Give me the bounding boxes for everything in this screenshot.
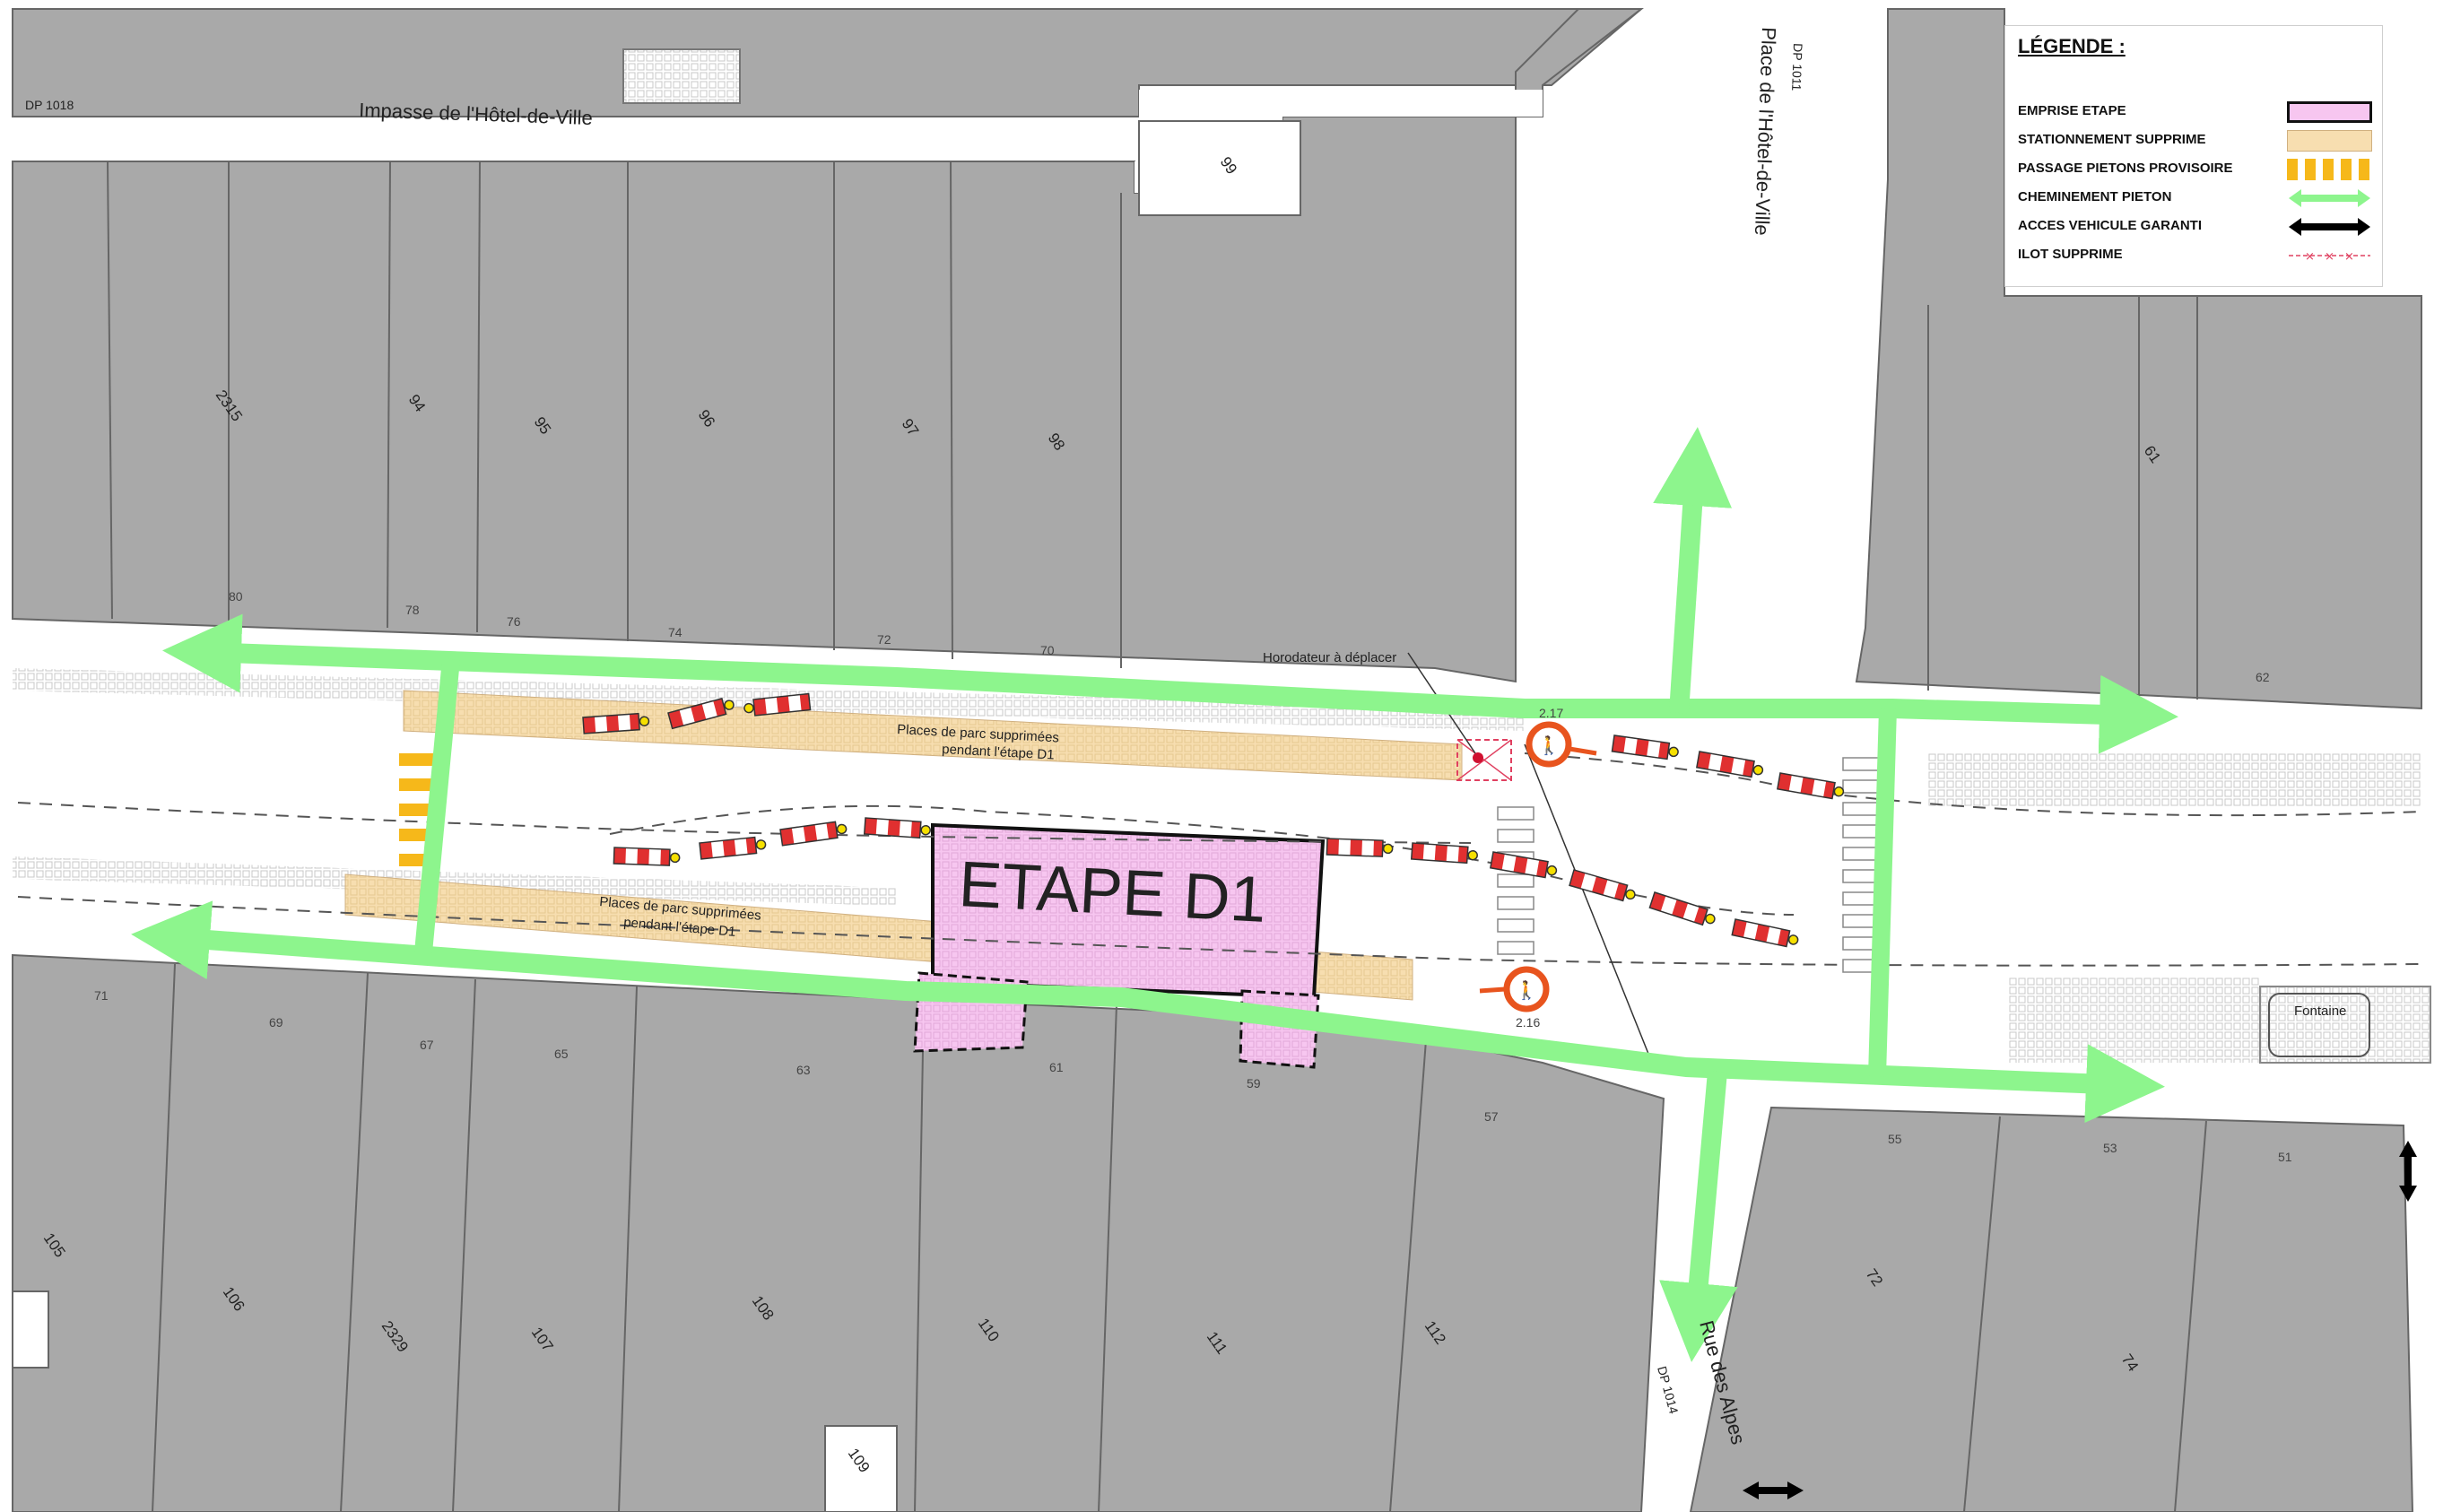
legend-item-stage: EMPRISE ETAPE xyxy=(2018,100,2372,125)
street-number-62: 62 xyxy=(2256,670,2270,684)
street-number-78: 78 xyxy=(405,603,420,617)
street-numbers: 80 78 76 74 72 70 62 71 69 67 65 63 61 5… xyxy=(94,589,2292,1164)
legend-swatch-pedestrian xyxy=(2289,189,2370,207)
legend: LÉGENDE : EMPRISE ETAPE STATIONNEMENT SU… xyxy=(2004,25,2383,287)
street-label-place-dp: DP 1011 xyxy=(1789,43,1805,91)
pedestrian-path-south xyxy=(131,900,2165,1124)
street-number-67: 67 xyxy=(420,1038,434,1052)
legend-swatch-parking xyxy=(2287,130,2372,152)
street-number-61: 61 xyxy=(1049,1060,1064,1074)
svg-text:🚶: 🚶 xyxy=(1538,734,1561,756)
sign-no-entry-north: 🚶 xyxy=(1526,721,1597,768)
street-number-59: 59 xyxy=(1247,1076,1261,1091)
street-label-dp1018: DP 1018 xyxy=(25,98,74,112)
legend-label-crossing: PASSAGE PIETONS PROVISOIRE xyxy=(2018,161,2233,176)
street-number-80: 80 xyxy=(229,589,243,604)
pedestrian-path-place xyxy=(1653,427,1733,714)
street-number-69: 69 xyxy=(269,1015,283,1030)
street-number-76: 76 xyxy=(507,614,521,629)
legend-label-parking: STATIONNEMENT SUPPRIME xyxy=(2018,132,2206,147)
horodateur-note: Horodateur à déplacer xyxy=(1263,650,1396,665)
street-number-57: 57 xyxy=(1484,1109,1499,1124)
stage-label: ETAPE D1 xyxy=(957,848,1267,936)
legend-item-vehicle: ACCES VEHICULE GARANTI xyxy=(2018,214,2372,239)
legend-label-pedestrian: CHEMINEMENT PIETON xyxy=(2018,189,2172,204)
legend-item-pedestrian: CHEMINEMENT PIETON xyxy=(2018,186,2372,211)
legend-label-island: ILOT SUPPRIME xyxy=(2018,247,2123,262)
street-number-74: 74 xyxy=(668,625,682,639)
legend-item-crossing: PASSAGE PIETONS PROVISOIRE xyxy=(2018,157,2372,182)
pedestrian-path-north xyxy=(162,613,2178,754)
pedestrian-path-alpes xyxy=(1659,1071,1738,1362)
legend-label-vehicle: ACCES VEHICULE GARANTI xyxy=(2018,218,2203,233)
sign-code-top: 2.17 xyxy=(1539,706,1563,720)
street-number-55: 55 xyxy=(1888,1132,1902,1146)
svg-text:×: × xyxy=(2325,250,2334,264)
legend-swatch-crossing xyxy=(2287,159,2372,180)
legend-title: LÉGENDE : xyxy=(2018,35,2126,57)
parking-note-top-2: pendant l'étape D1 xyxy=(942,742,1055,763)
street-number-70: 70 xyxy=(1040,643,1055,657)
pedestrian-link-east xyxy=(1868,708,1897,1077)
legend-item-parking: STATIONNEMENT SUPPRIME xyxy=(2018,128,2372,153)
street-number-65: 65 xyxy=(554,1047,569,1061)
street-number-53: 53 xyxy=(2103,1141,2117,1155)
parcel-lines-north xyxy=(107,161,2198,700)
street-number-72: 72 xyxy=(877,632,891,647)
legend-label-stage: EMPRISE ETAPE xyxy=(2018,103,2126,118)
street-number-63: 63 xyxy=(796,1063,811,1077)
svg-text:×: × xyxy=(2305,250,2315,264)
street-number-51: 51 xyxy=(2278,1150,2292,1164)
vehicle-access-arrows xyxy=(1743,1141,2417,1499)
legend-item-island: ILOT SUPPRIME × × × xyxy=(2018,243,2372,268)
sign-no-entry-south: 🚶 xyxy=(1479,966,1550,1012)
sign-code-bottom: 2.16 xyxy=(1516,1015,1540,1030)
fontaine-label: Fontaine xyxy=(2294,1004,2346,1019)
legend-swatch-island: × × × xyxy=(2289,250,2370,264)
pedestrian-link-west xyxy=(414,658,460,953)
legend-swatch-vehicle xyxy=(2289,218,2370,236)
street-number-71: 71 xyxy=(94,988,109,1003)
svg-text:×: × xyxy=(2344,250,2354,264)
legend-swatch-stage xyxy=(2287,101,2372,123)
pedestrian-paths xyxy=(131,427,2178,1362)
svg-text:🚶: 🚶 xyxy=(1516,979,1538,1001)
